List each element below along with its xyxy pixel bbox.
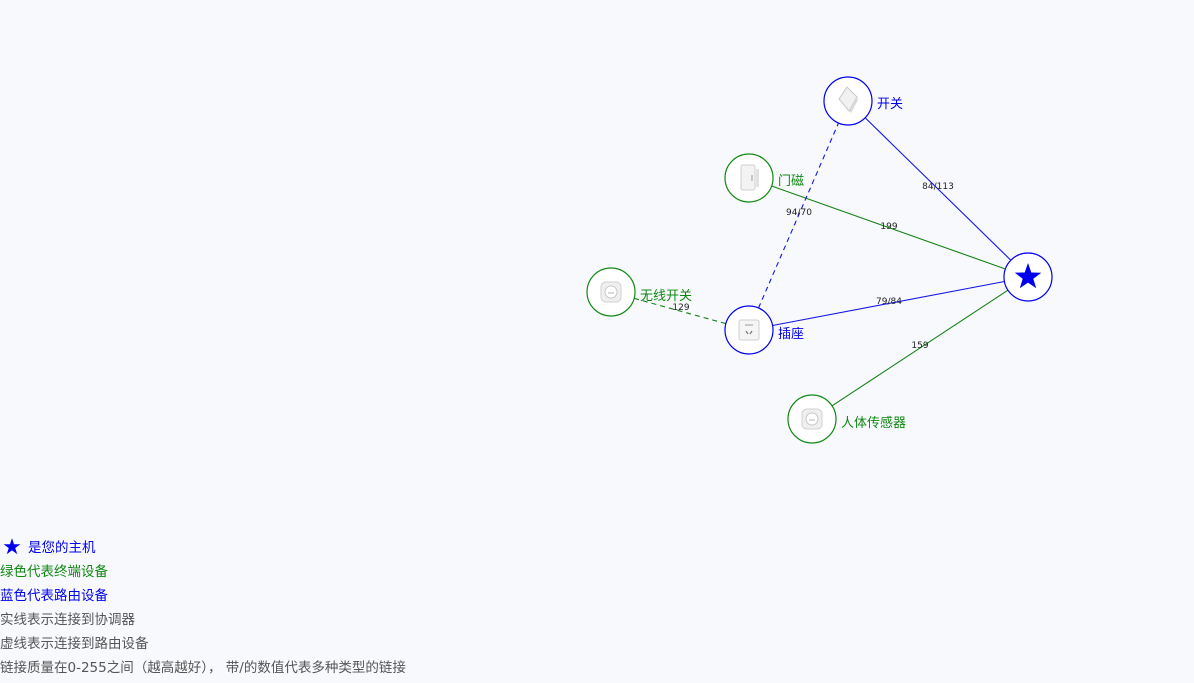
- switch-panel-icon: [838, 86, 858, 113]
- node-label-door: 门磁: [778, 174, 804, 189]
- node-label-motion: 人体传感器: [841, 415, 906, 431]
- edge-door-host: [771, 185, 1006, 270]
- node-switch[interactable]: 开关: [823, 76, 903, 126]
- edge-socket-switch: [758, 122, 839, 309]
- edges-layer: 84/113 199 79/84 159 94/70 129: [633, 117, 1012, 407]
- node-wireless[interactable]: 无线开关: [586, 267, 692, 317]
- edge-label-socket-switch: 94/70: [786, 208, 812, 218]
- node-label-switch: 开关: [877, 97, 903, 112]
- node-label-socket: 插座: [778, 327, 804, 342]
- node-socket[interactable]: 插座: [724, 305, 804, 355]
- legend-blue: 蓝色代表路由设备: [0, 588, 108, 604]
- edge-switch-host: [864, 117, 1012, 261]
- node-motion[interactable]: 人体传感器: [787, 394, 906, 444]
- edge-label-motion-host: 159: [911, 341, 928, 351]
- motion-sensor-icon: [801, 408, 823, 430]
- socket-icon: [738, 319, 760, 341]
- edge-label-socket-host: 79/84: [876, 297, 902, 307]
- star-icon: [1014, 263, 1042, 289]
- legend: ★ 是您的主机 绿色代表终端设备 蓝色代表路由设备 实线表示连接到协调器 虚线表示…: [0, 536, 406, 680]
- edge-motion-host: [831, 289, 1009, 407]
- node-host[interactable]: [1003, 252, 1053, 302]
- legend-solid: 实线表示连接到协调器: [0, 612, 135, 628]
- node-label-wireless: 无线开关: [640, 289, 692, 304]
- wireless-button-icon: [600, 281, 622, 303]
- legend-host-text: 是您的主机: [28, 540, 96, 556]
- edge-label-door-host: 199: [880, 222, 897, 232]
- legend-green: 绿色代表终端设备: [0, 564, 108, 580]
- edge-label-wireless-socket: 129: [672, 303, 689, 313]
- legend-host: ★ 是您的主机: [0, 536, 406, 560]
- edge-socket-host: [772, 280, 1005, 327]
- node-door[interactable]: 门磁: [724, 153, 804, 203]
- star-icon: ★: [2, 535, 22, 560]
- door-sensor-icon: [740, 164, 759, 191]
- legend-dashed: 虚线表示连接到路由设备: [0, 636, 149, 652]
- edge-label-switch-host: 84/113: [922, 182, 954, 192]
- legend-quality: 链接质量在0-255之间（越高越好）， 带/的数值代表多种类型的链接: [0, 660, 406, 676]
- edge-wireless-socket: [633, 297, 727, 325]
